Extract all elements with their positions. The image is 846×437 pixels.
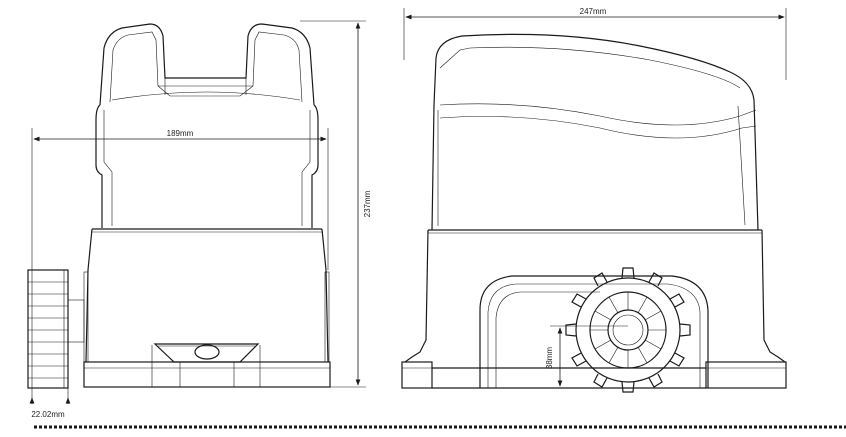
dimension-front-width: 189mm (31, 128, 329, 270)
dimension-height: 237mm (300, 20, 372, 388)
pinion-height-label: 38mm (545, 347, 554, 370)
height-label: 237mm (363, 190, 372, 217)
side-view (401, 33, 787, 393)
width-front-label: 189mm (167, 129, 194, 138)
pinion-gear (565, 267, 691, 393)
pinion-side-profile (27, 269, 85, 389)
dimension-pinion-height: 38mm (545, 325, 628, 387)
width-side-label: 247mm (580, 7, 607, 16)
pinion-offset-label: 22.02mm (31, 410, 65, 419)
front-view (27, 23, 331, 389)
dimension-pinion-offset: 22.02mm (29, 388, 71, 419)
dimension-side-width: 247mm (403, 7, 787, 80)
